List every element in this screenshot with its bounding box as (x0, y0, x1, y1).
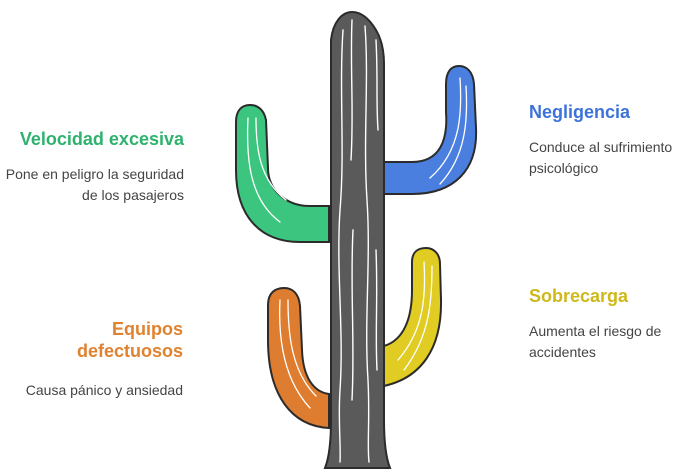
blue-arm (384, 66, 476, 194)
item-title: Sobrecarga (529, 285, 683, 307)
item-description: Conduce al sufrimiento psicológico (529, 137, 683, 179)
orange-arm (268, 288, 329, 428)
item-title: Equipos defectuosos (3, 318, 183, 362)
item-description: Pone en peligro la seguridad de los pasa… (4, 164, 184, 206)
item-negligencia: Negligencia Conduce al sufrimiento psico… (529, 101, 683, 179)
item-velocidad-excesiva: Velocidad excesiva Pone en peligro la se… (4, 128, 184, 206)
item-description: Causa pánico y ansiedad (3, 380, 183, 401)
green-arm (236, 105, 329, 242)
item-description: Aumenta el riesgo de accidentes (529, 321, 683, 363)
item-equipos-defectuosos: Equipos defectuosos Causa pánico y ansie… (3, 318, 183, 401)
cactus-trunk (325, 12, 390, 468)
item-title: Velocidad excesiva (4, 128, 184, 150)
item-sobrecarga: Sobrecarga Aumenta el riesgo de accident… (529, 285, 683, 363)
item-title: Negligencia (529, 101, 683, 123)
